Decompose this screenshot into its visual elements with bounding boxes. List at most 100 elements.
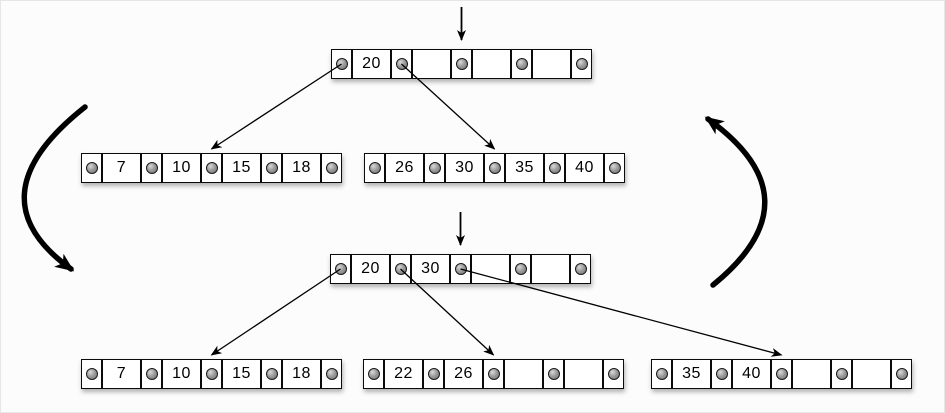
pointer-dot-icon — [265, 162, 278, 174]
key-cell: 15 — [222, 153, 261, 183]
key-cell — [531, 254, 570, 284]
pointer-dot-icon — [574, 263, 587, 275]
pointer-cell — [604, 153, 625, 183]
key-cell: 15 — [222, 359, 261, 389]
pointer-cell — [771, 359, 792, 389]
pointer-cell — [141, 153, 162, 183]
pointer-cell — [543, 359, 564, 389]
pointer-cell — [201, 359, 222, 389]
key-cell: 10 — [162, 359, 201, 389]
pointer-dot-icon — [548, 162, 561, 174]
pointer-cell — [390, 254, 411, 284]
pointer-dot-icon — [265, 368, 278, 380]
pointer-dot-icon — [715, 368, 728, 380]
pointer-dot-icon — [367, 368, 380, 380]
pointer-cell — [391, 49, 412, 79]
key-cell: 18 — [282, 153, 321, 183]
pointer-cell — [261, 153, 282, 183]
pointer-dot-icon — [488, 162, 501, 174]
btree-node-after-left: 7 10 15 18 — [81, 359, 342, 389]
pointer-cell — [571, 49, 592, 79]
pointer-cell — [330, 254, 351, 284]
pointer-dot-icon — [145, 368, 158, 380]
pointer-cell — [711, 359, 732, 389]
key-cell: 18 — [282, 359, 321, 389]
pointer-cell — [81, 153, 102, 183]
pointer-cell — [321, 153, 342, 183]
pointer-dot-icon — [835, 368, 848, 380]
pointer-dot-icon — [775, 368, 788, 380]
pointer-dot-icon — [205, 368, 218, 380]
key-cell — [792, 359, 831, 389]
pointer-cell — [484, 153, 505, 183]
pointer-cell — [331, 49, 352, 79]
key-cell: 22 — [384, 359, 423, 389]
btree-node-before-left: 7 10 15 18 — [81, 153, 342, 183]
pointer-dot-icon — [514, 263, 527, 275]
pointer-cell — [483, 359, 504, 389]
pointer-dot-icon — [547, 368, 560, 380]
key-cell — [472, 49, 511, 79]
pointer-cell — [141, 359, 162, 389]
pointer-dot-icon — [608, 162, 621, 174]
pointer-cell — [891, 359, 912, 389]
btree-node-root-before: 20 — [331, 49, 592, 79]
key-cell: 20 — [352, 49, 391, 79]
key-cell — [471, 254, 510, 284]
key-cell — [852, 359, 891, 389]
pointer-dot-icon — [334, 263, 347, 275]
pointer-dot-icon — [394, 263, 407, 275]
pointer-cell — [201, 153, 222, 183]
key-cell: 7 — [102, 359, 141, 389]
key-cell: 20 — [351, 254, 390, 284]
child-pointer-arrow-root-before-to-before-left — [210, 63, 342, 150]
key-cell: 30 — [445, 153, 484, 183]
pointer-dot-icon — [895, 368, 908, 380]
key-cell — [504, 359, 543, 389]
pointer-dot-icon — [85, 368, 98, 380]
pointer-cell — [424, 153, 445, 183]
pointer-dot-icon — [575, 58, 588, 70]
pointer-cell — [321, 359, 342, 389]
key-cell: 7 — [102, 153, 141, 183]
pointer-cell — [364, 153, 385, 183]
pointer-cell — [261, 359, 282, 389]
cycle-arrow-left — [21, 104, 88, 272]
pointer-dot-icon — [655, 368, 668, 380]
pointer-dot-icon — [427, 368, 440, 380]
key-cell — [532, 49, 571, 79]
pointer-dot-icon — [85, 162, 98, 174]
pointer-cell — [510, 254, 531, 284]
pointer-cell — [81, 359, 102, 389]
key-cell: 26 — [444, 359, 483, 389]
pointer-cell — [570, 254, 591, 284]
key-cell: 26 — [385, 153, 424, 183]
pointer-dot-icon — [454, 263, 467, 275]
pointer-dot-icon — [607, 368, 620, 380]
key-cell — [412, 49, 451, 79]
pointer-dot-icon — [325, 368, 338, 380]
pointer-cell — [423, 359, 444, 389]
child-pointer-arrow-root-after-to-after-left — [210, 268, 341, 356]
pointer-dot-icon — [395, 58, 408, 70]
pointer-dot-icon — [205, 162, 218, 174]
pointer-dot-icon — [368, 162, 381, 174]
pointer-dot-icon — [515, 58, 528, 70]
pointer-dot-icon — [455, 58, 468, 70]
btree-node-after-middle: 22 26 — [363, 359, 624, 389]
key-cell: 40 — [565, 153, 604, 183]
pointer-cell — [544, 153, 565, 183]
pointer-cell — [363, 359, 384, 389]
pointer-dot-icon — [145, 162, 158, 174]
pointer-cell — [450, 254, 471, 284]
pointer-cell — [831, 359, 852, 389]
pointer-cell — [651, 359, 672, 389]
key-cell: 10 — [162, 153, 201, 183]
pointer-dot-icon — [335, 58, 348, 70]
pointer-dot-icon — [487, 368, 500, 380]
cycle-arrow-right — [704, 116, 768, 288]
pointer-cell — [603, 359, 624, 389]
